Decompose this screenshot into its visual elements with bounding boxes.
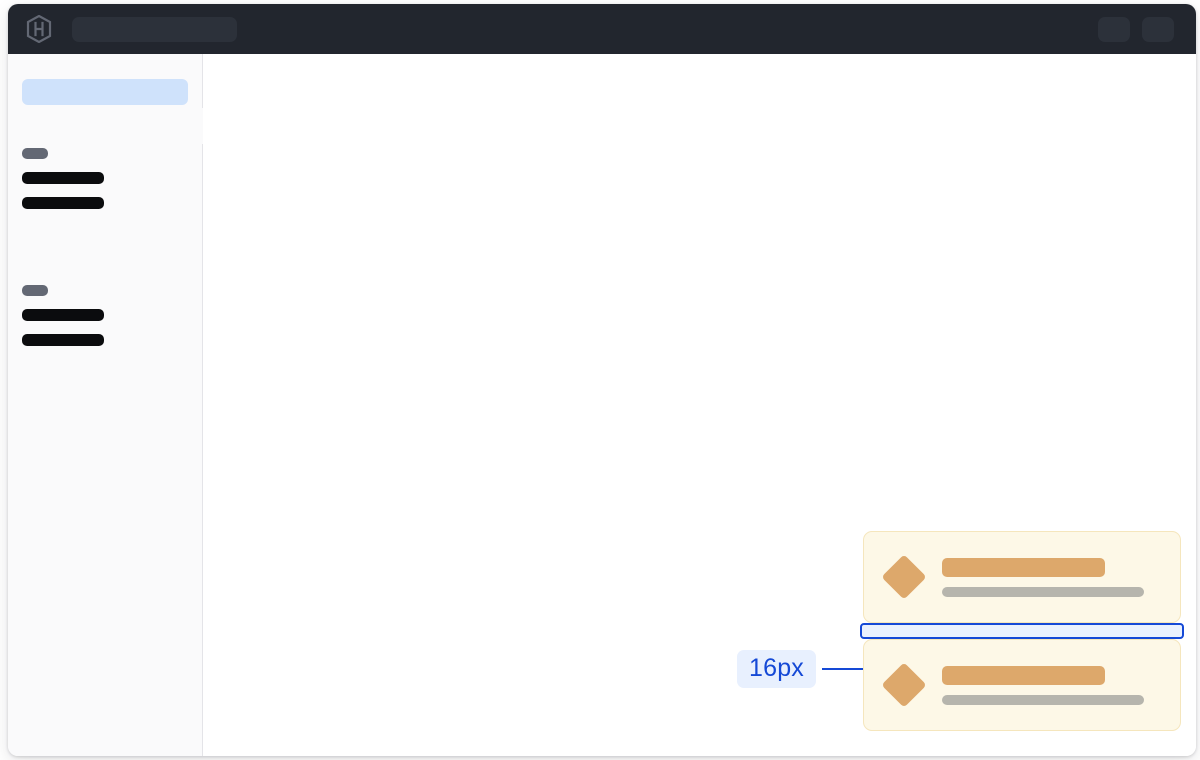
sidebar-group-2 <box>8 285 202 346</box>
sidebar-item-selected[interactable] <box>22 79 188 105</box>
global-search-input[interactable] <box>72 16 237 42</box>
diamond-icon <box>881 554 927 600</box>
sidebar-group-1-label <box>22 148 48 159</box>
sidebar-group-1 <box>8 148 202 209</box>
topbar-action-2-button[interactable] <box>1142 16 1174 42</box>
sidebar-item-1-2[interactable] <box>22 197 104 209</box>
sidebar-item-2-1[interactable] <box>22 309 104 321</box>
sidebar-item-1-1[interactable] <box>22 172 104 184</box>
card-subtitle <box>942 694 1144 705</box>
topbar-action-1-button[interactable] <box>1098 16 1130 42</box>
topbar-actions <box>1098 16 1174 42</box>
card-text-block <box>942 665 1160 705</box>
card-title <box>942 665 1105 685</box>
card-title <box>942 557 1105 577</box>
sidebar <box>8 54 217 756</box>
spacing-gap-highlight <box>860 623 1184 639</box>
list-item[interactable] <box>863 639 1181 731</box>
card-text-block <box>942 557 1160 597</box>
card-subtitle <box>942 586 1144 597</box>
list-item[interactable] <box>863 531 1181 623</box>
app-window: 16px <box>8 4 1196 756</box>
sidebar-group-2-label <box>22 285 48 296</box>
inspected-card-stack <box>860 531 1184 731</box>
spacing-value-badge: 16px <box>737 650 817 688</box>
app-body: 16px <box>8 54 1196 756</box>
sidebar-item-2-2[interactable] <box>22 334 104 346</box>
hashicorp-hexagon-logo-icon[interactable] <box>26 15 52 43</box>
diamond-icon <box>881 662 927 708</box>
main-canvas: 16px <box>203 54 1196 756</box>
top-bar <box>8 4 1196 54</box>
